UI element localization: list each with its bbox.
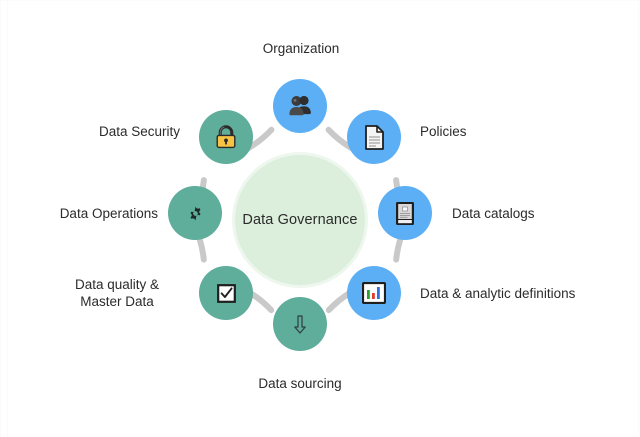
node-data-security[interactable] [199, 110, 253, 164]
center-hub: Data Governance [232, 152, 368, 288]
node-data-operations[interactable] [168, 186, 222, 240]
book-icon [396, 201, 414, 225]
label-policies: Policies [420, 124, 467, 139]
label-organization: Organization [262, 41, 340, 56]
page-edge-line [7, 0, 8, 437]
label-data-quality-master-data: Data quality & Master Data [74, 277, 160, 309]
bar-chart-icon [362, 282, 386, 304]
label-data-sourcing: Data sourcing [258, 376, 342, 391]
label-data-analytic-definitions: Data & analytic definitions [420, 286, 576, 301]
padlock-icon [216, 125, 236, 149]
label-data-operations: Data Operations [59, 206, 158, 221]
node-data-quality-master-data[interactable] [199, 266, 253, 320]
checkbox-icon [216, 283, 236, 303]
label-data-security: Data Security [98, 124, 180, 139]
node-data-sourcing[interactable] [273, 297, 327, 351]
node-policies[interactable] [347, 110, 401, 164]
gear-icon [190, 206, 200, 220]
center-hub-label: Data Governance [242, 212, 358, 228]
users-icon [289, 95, 311, 116]
node-data-analytic-definitions[interactable] [347, 266, 401, 320]
down-arrow-icon [294, 314, 306, 334]
node-data-catalogs[interactable] [378, 186, 432, 240]
document-icon [364, 124, 384, 150]
node-organization[interactable] [273, 79, 327, 133]
label-data-catalogs: Data catalogs [452, 206, 535, 221]
